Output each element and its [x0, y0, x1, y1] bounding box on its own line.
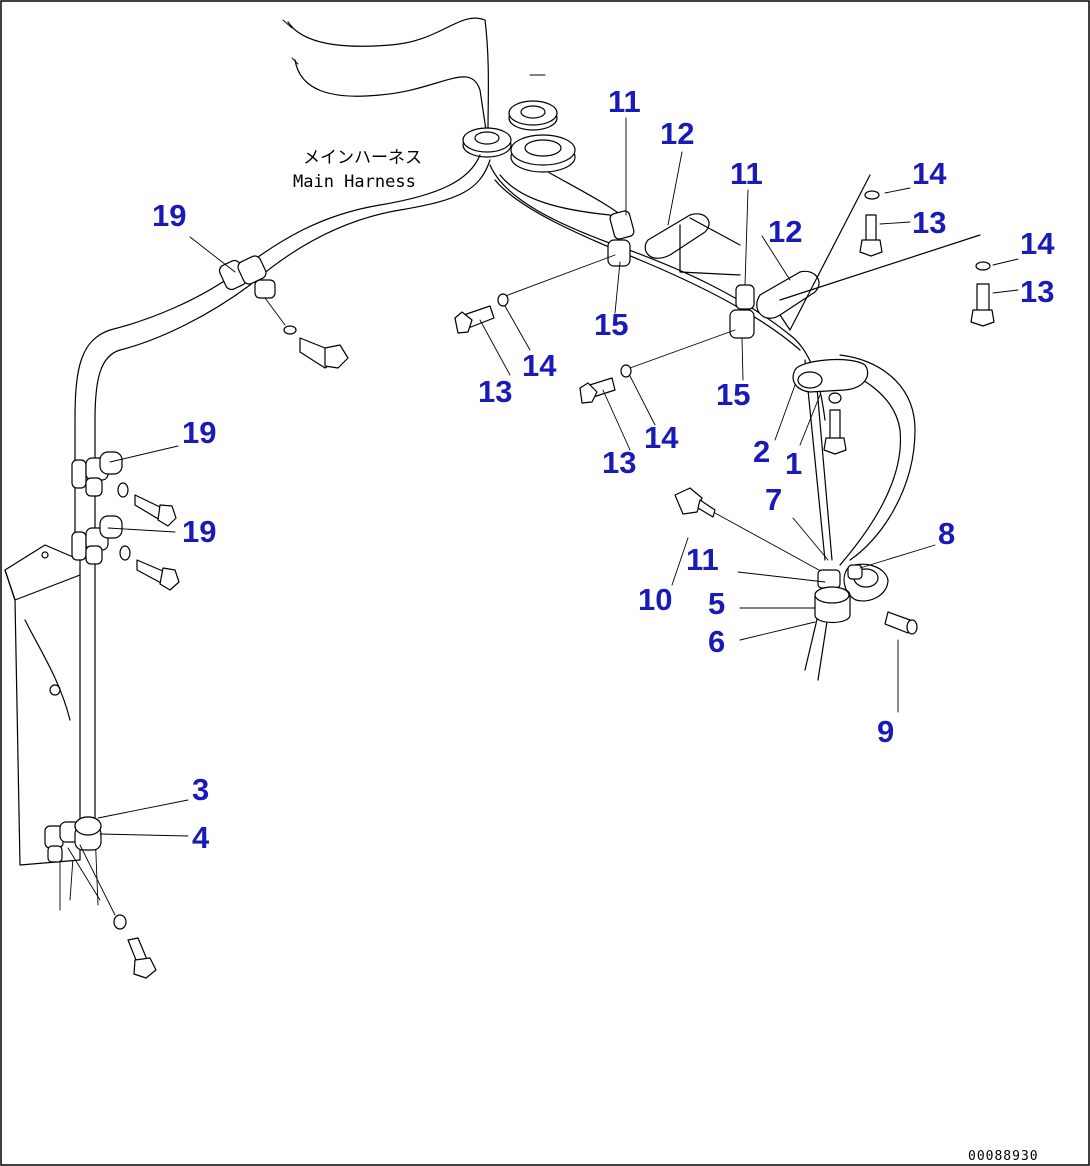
- callout-11-upper-right: 11: [730, 156, 763, 191]
- callout-12-right: 12: [768, 214, 802, 249]
- harness-upper-wires: [282, 17, 546, 131]
- callout-13-far-right: 13: [1020, 274, 1054, 309]
- callout-19-upper: 19: [152, 198, 186, 233]
- main-harness-bundle: [59, 154, 916, 911]
- callout-2: 2: [753, 434, 770, 469]
- callout-6: 6: [708, 624, 725, 659]
- callout-19-middle: 19: [182, 415, 216, 450]
- callout-15-left: 15: [594, 307, 628, 342]
- clamp-19-lower: [71, 515, 180, 591]
- clamp-1-2: [792, 359, 869, 455]
- callout-4: 4: [192, 820, 210, 855]
- callout-9: 9: [877, 714, 894, 749]
- pillar-bracket: [4, 544, 81, 866]
- leader-lines: [97, 117, 1019, 837]
- callout-13-left: 13: [478, 374, 512, 409]
- callout-5: 5: [708, 586, 725, 621]
- callout-14-middle: 14: [644, 420, 679, 455]
- callout-14-far-right: 14: [1020, 226, 1055, 261]
- harness-label-english: Main Harness: [293, 172, 416, 192]
- callout-1: 1: [785, 446, 802, 481]
- callout-14-top-right: 14: [912, 156, 947, 191]
- clamp-19-middle: [71, 451, 177, 527]
- clamp-11-12-15-right: [579, 174, 981, 404]
- callout-12-left: 12: [660, 116, 694, 151]
- drawing-number: 00088930: [968, 1149, 1039, 1164]
- callout-10: 10: [638, 582, 672, 617]
- clamp-assembly-lower-right: [674, 487, 918, 635]
- callout-7: 7: [765, 482, 782, 517]
- grommet-group: [462, 100, 576, 173]
- callout-3: 3: [192, 772, 209, 807]
- harness-label-japanese: メインハーネス: [303, 148, 422, 168]
- callout-11-lower: 11: [686, 542, 719, 577]
- callout-13-top-right: 13: [912, 205, 946, 240]
- callout-19-lower: 19: [182, 514, 216, 549]
- callout-13-middle: 13: [602, 445, 636, 480]
- callout-15-right: 15: [716, 377, 750, 412]
- callout-8: 8: [938, 516, 955, 551]
- clamp-3-4: [44, 816, 157, 979]
- callout-11-upper-left: 11: [608, 84, 641, 119]
- callout-14-left: 14: [522, 348, 557, 383]
- clamp-19-upper: [218, 255, 349, 369]
- bolt-washer-upper-right: [859, 190, 995, 327]
- clamp-11-12-15-left: [454, 210, 741, 334]
